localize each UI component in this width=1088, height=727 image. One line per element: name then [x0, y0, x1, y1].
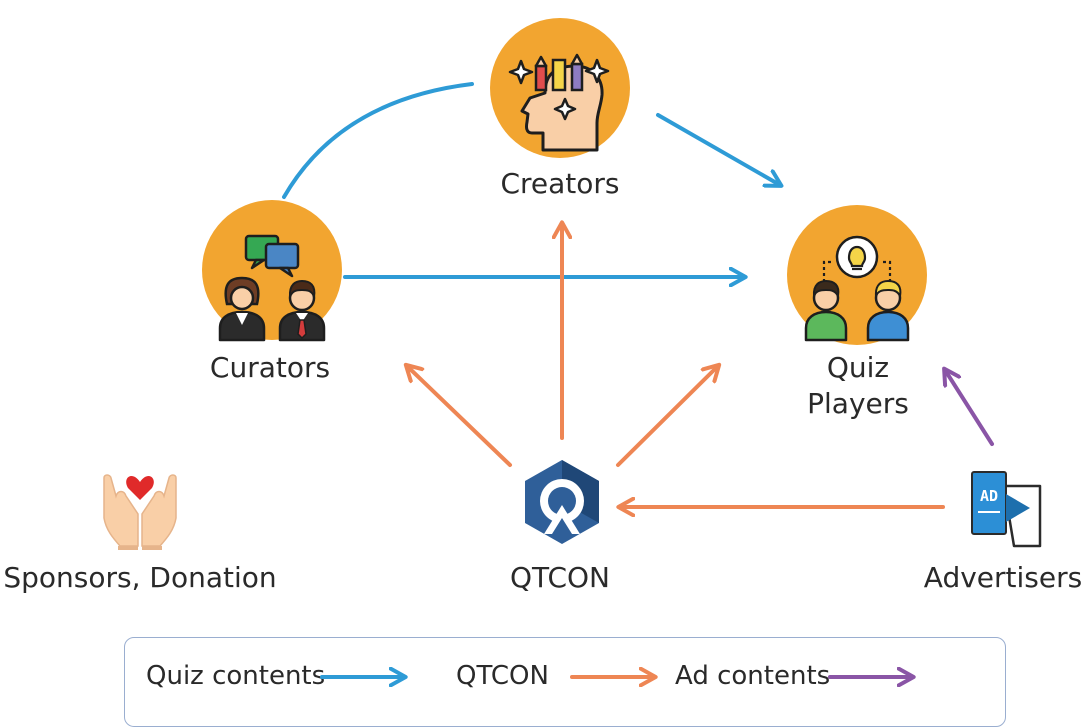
- legend-quiz-contents-label: Quiz contents: [146, 661, 326, 691]
- heart-hands-icon: [103, 474, 177, 550]
- qtcon-label: QTCON: [509, 561, 611, 594]
- qtcon-to-players-arrow: [616, 366, 718, 467]
- quiz-players-label-line1: Quiz: [826, 351, 890, 384]
- players-lightbulb-icon: [787, 205, 927, 345]
- svg-text:AD: AD: [980, 487, 998, 505]
- legend-ad-contents-label: Ad contents: [675, 661, 831, 691]
- curators-people-icon: [202, 200, 342, 342]
- creative-head-icon: [490, 18, 630, 158]
- advertisers-to-players-arrow: [945, 370, 994, 446]
- legend-qtcon-label: QTCON: [456, 661, 549, 691]
- advertisers-label: Advertisers: [923, 561, 1083, 594]
- ad-board-icon: AD: [971, 471, 1042, 548]
- creators-label: Creators: [500, 167, 620, 200]
- qtcon-logo-icon: [525, 460, 599, 544]
- curators-to-creators-curve: [282, 82, 474, 199]
- quiz-players-label-line2: Players: [807, 387, 909, 420]
- curators-label: Curators: [209, 351, 331, 384]
- sponsors-label: Sponsors, Donation: [3, 561, 277, 594]
- creators-to-players-arrow: [656, 113, 780, 185]
- qtcon-to-curators-arrow: [407, 366, 512, 467]
